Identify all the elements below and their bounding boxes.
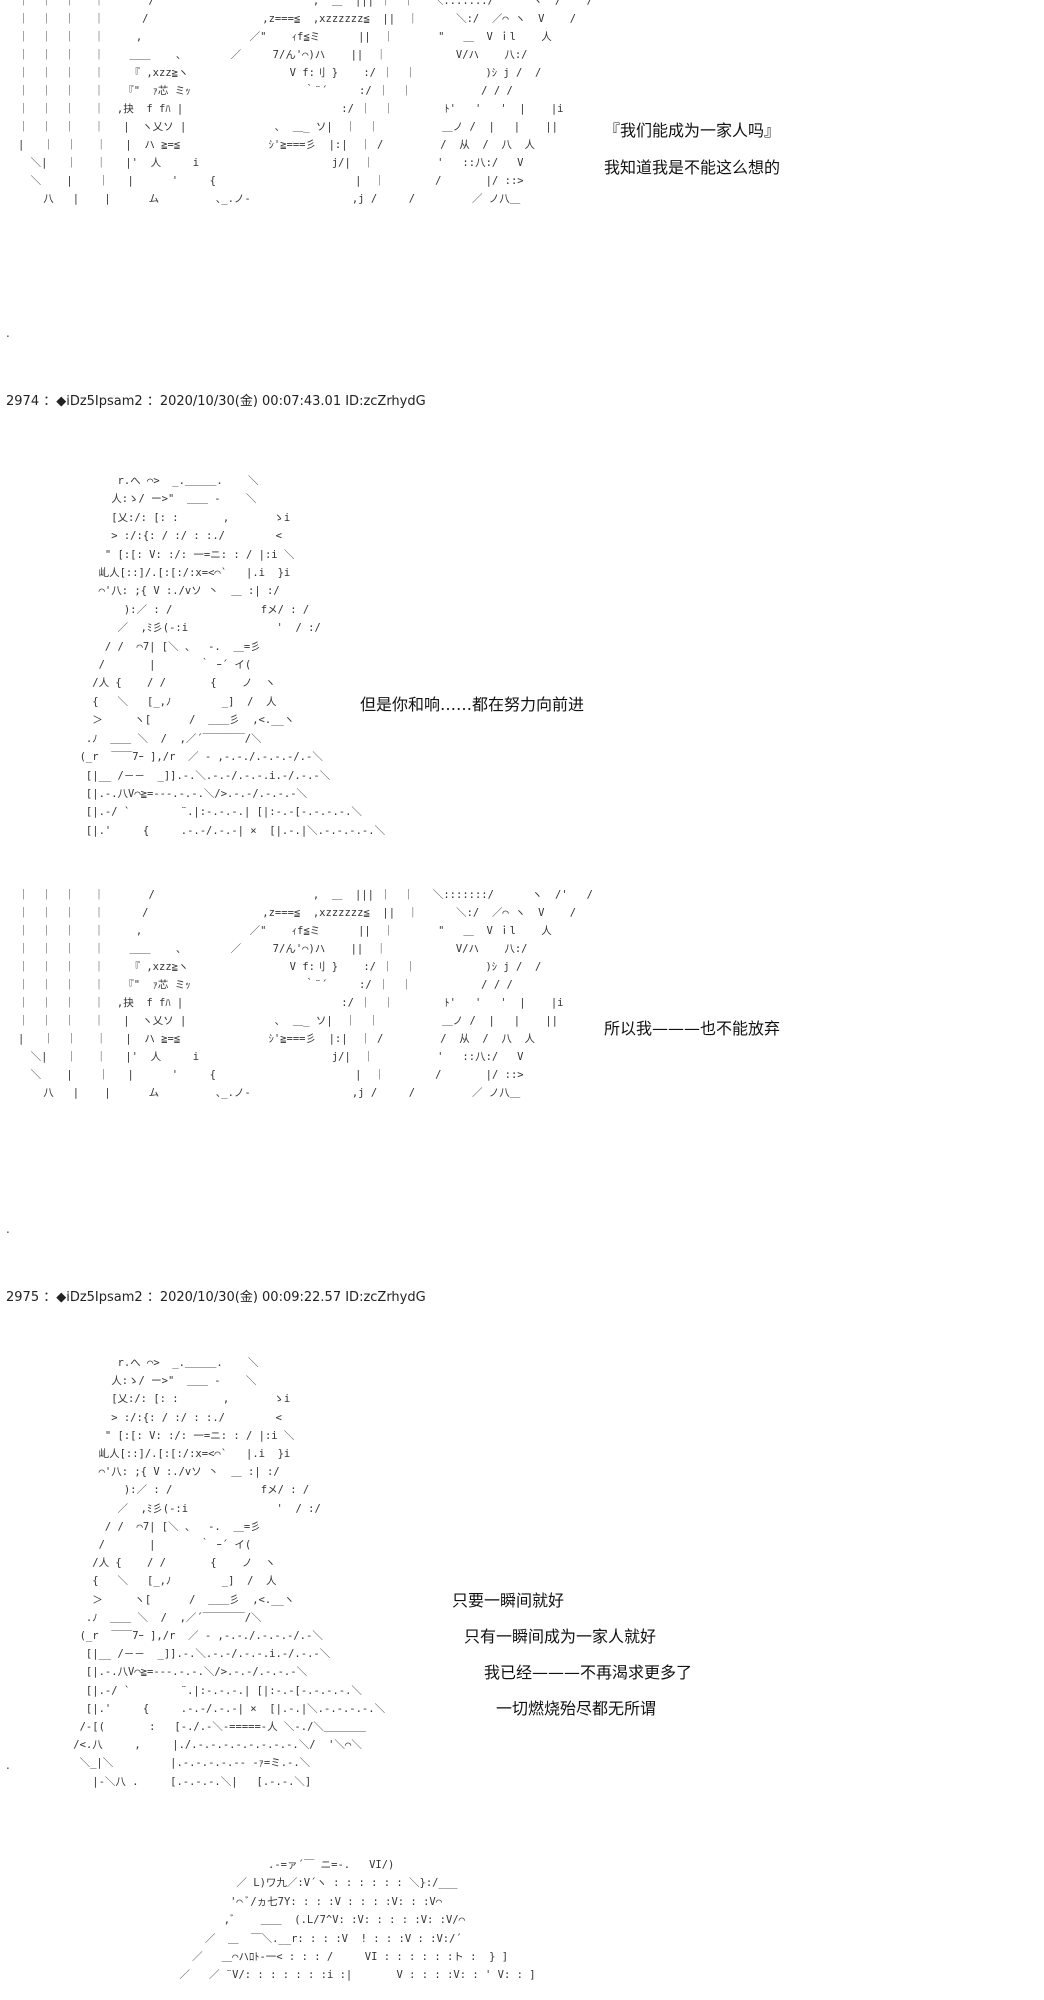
- post-header-2975: 2975 ：◆iDz5Ipsam2 ：2020/10/30(金) 00:09:2…: [6, 1290, 426, 1305]
- dialogue-line-7: 我已经———不再渴求更多了: [484, 1663, 693, 1682]
- ascii-art-scene-2: ｜ ｜ ｜ ｜ / , ＿ ||| ｜ ｜ ＼:::::::/ ヽ /' / ｜…: [18, 889, 593, 1099]
- ascii-art-character-2: r.へ ⌒> _.＿＿＿. ＼ 人:ゝ/ ー>" ＿＿ - ＼ [乂:/: [:…: [73, 1357, 386, 1788]
- dialogue-line-5: 只要一瞬间就好: [452, 1591, 565, 1610]
- dialogue-line-4: 所以我———也不能放弃: [604, 1019, 781, 1038]
- dialogue-line-3: 但是你和响……都在努力向前进: [360, 695, 585, 714]
- ascii-art-scene-1: ｜ ｜ ｜ ｜ / , ＿ ||| ｜ ｜ ＼:::::::/ ヽ /' / ｜…: [18, 0, 593, 205]
- dialogue-line-6: 只有一瞬间成为一家人就好: [464, 1627, 657, 1646]
- ascii-art-scene-3: .-=ァ´￣ ニ=-. VI/) ／ L)ワ九／:V´ヽ : : : : : :…: [179, 1859, 536, 1982]
- dialogue-line-1: 『我们能成为一家人吗』: [604, 121, 781, 140]
- separator-dot: .: [6, 326, 10, 340]
- ascii-art-character-1: r.へ ⌒> _.＿＿＿. ＼ 人:ゝ/ ー>" ＿＿ - ＼ [乂:/: [:…: [79, 475, 386, 837]
- dialogue-line-2: 我知道我是不能这么想的: [604, 158, 781, 177]
- post-header-2974: 2974 ：◆iDz5Ipsam2 ：2020/10/30(金) 00:07:4…: [6, 394, 426, 409]
- separator-dot-3: .: [6, 1758, 10, 1772]
- dialogue-line-8: 一切燃烧殆尽都无所谓: [496, 1699, 657, 1718]
- separator-dot-2: .: [6, 1222, 10, 1236]
